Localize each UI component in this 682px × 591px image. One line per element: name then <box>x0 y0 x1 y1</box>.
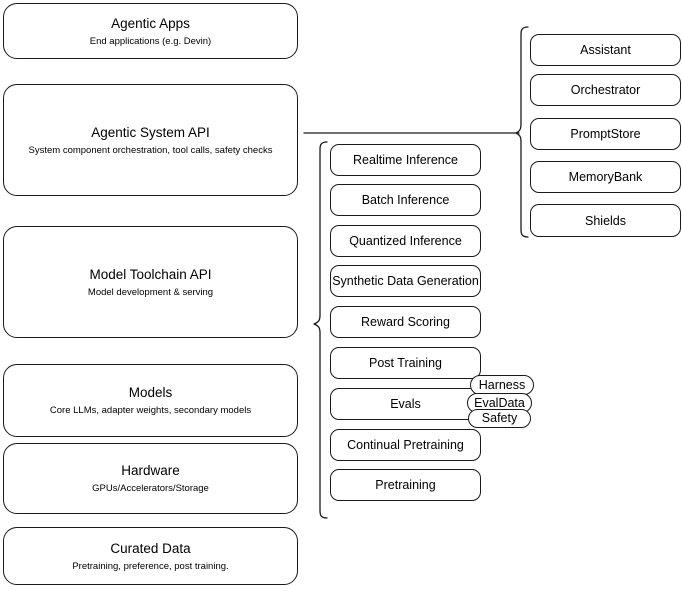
capability-box-realtime-inference[interactable]: Realtime Inference <box>330 144 481 176</box>
capability-box-evals[interactable]: Evals <box>330 388 481 420</box>
layer-subtitle: Core LLMs, adapter weights, secondary mo… <box>49 405 252 416</box>
layer-box-agentic-apps[interactable]: Agentic Apps End applications (e.g. Devi… <box>3 3 298 59</box>
layer-title: Hardware <box>121 463 180 478</box>
layer-subtitle: System component orchestration, tool cal… <box>28 144 273 156</box>
component-label: Shields <box>585 213 626 228</box>
capability-label: Post Training <box>369 356 442 370</box>
capability-label: Batch Inference <box>361 193 450 207</box>
capability-box-batch-inference[interactable]: Batch Inference <box>330 184 481 216</box>
capability-label: Continual Pretraining <box>347 438 464 452</box>
capability-label: Synthetic Data Generation <box>332 274 479 288</box>
layer-subtitle: Pretraining, preference, post training. <box>72 560 229 572</box>
capability-box-quantized-inference[interactable]: Quantized Inference <box>330 225 481 257</box>
layer-box-hardware[interactable]: Hardware GPUs/Accelerators/Storage <box>3 443 298 514</box>
component-box-orchestrator[interactable]: Orchestrator <box>530 74 681 106</box>
layer-title: Curated Data <box>110 540 191 556</box>
component-label: PromptStore <box>570 127 641 141</box>
brace-toolchain-capabilities <box>313 141 328 519</box>
component-box-memorybank[interactable]: MemoryBank <box>530 161 681 193</box>
evals-subitem-label: Safety <box>481 411 518 425</box>
component-box-promptstore[interactable]: PromptStore <box>530 118 681 150</box>
layer-title: Models <box>128 385 173 400</box>
layer-subtitle: GPUs/Accelerators/Storage <box>92 483 209 494</box>
layer-box-agentic-system-api[interactable]: Agentic System API System component orch… <box>3 84 298 196</box>
layer-box-models[interactable]: Models Core LLMs, adapter weights, secon… <box>3 364 298 437</box>
capability-box-synthetic-data-generation[interactable]: Synthetic Data Generation <box>330 265 481 297</box>
layer-box-curated-data[interactable]: Curated Data Pretraining, preference, po… <box>3 527 298 585</box>
component-label: Orchestrator <box>570 83 641 97</box>
capability-box-post-training[interactable]: Post Training <box>330 347 481 379</box>
layer-title: Agentic Apps <box>111 15 190 31</box>
layer-title: Model Toolchain API <box>89 266 212 282</box>
capability-box-continual-pretraining[interactable]: Continual Pretraining <box>330 429 481 461</box>
capability-label: Evals <box>390 397 421 411</box>
evals-subitem-label: Harness <box>478 377 526 392</box>
evals-subitem-label: EvalData <box>474 395 525 410</box>
capability-label: Realtime Inference <box>353 153 458 167</box>
component-box-shields[interactable]: Shields <box>530 204 681 237</box>
brace-system-components <box>515 26 529 238</box>
component-label: MemoryBank <box>568 170 643 184</box>
component-box-assistant[interactable]: Assistant <box>530 34 681 66</box>
layer-box-model-toolchain-api[interactable]: Model Toolchain API Model development & … <box>3 226 298 338</box>
evals-subitem-safety[interactable]: Safety <box>468 409 531 428</box>
layer-title: Agentic System API <box>91 124 210 140</box>
capability-label: Reward Scoring <box>361 315 450 329</box>
layer-subtitle: Model development & serving <box>87 286 214 298</box>
capability-box-reward-scoring[interactable]: Reward Scoring <box>330 306 481 338</box>
evals-subitem-harness[interactable]: Harness <box>470 375 534 395</box>
component-label: Assistant <box>580 43 631 57</box>
layer-subtitle: End applications (e.g. Devin) <box>89 35 212 47</box>
capability-label: Pretraining <box>375 478 436 492</box>
capability-label: Quantized Inference <box>349 234 462 248</box>
capability-box-pretraining[interactable]: Pretraining <box>330 469 481 501</box>
